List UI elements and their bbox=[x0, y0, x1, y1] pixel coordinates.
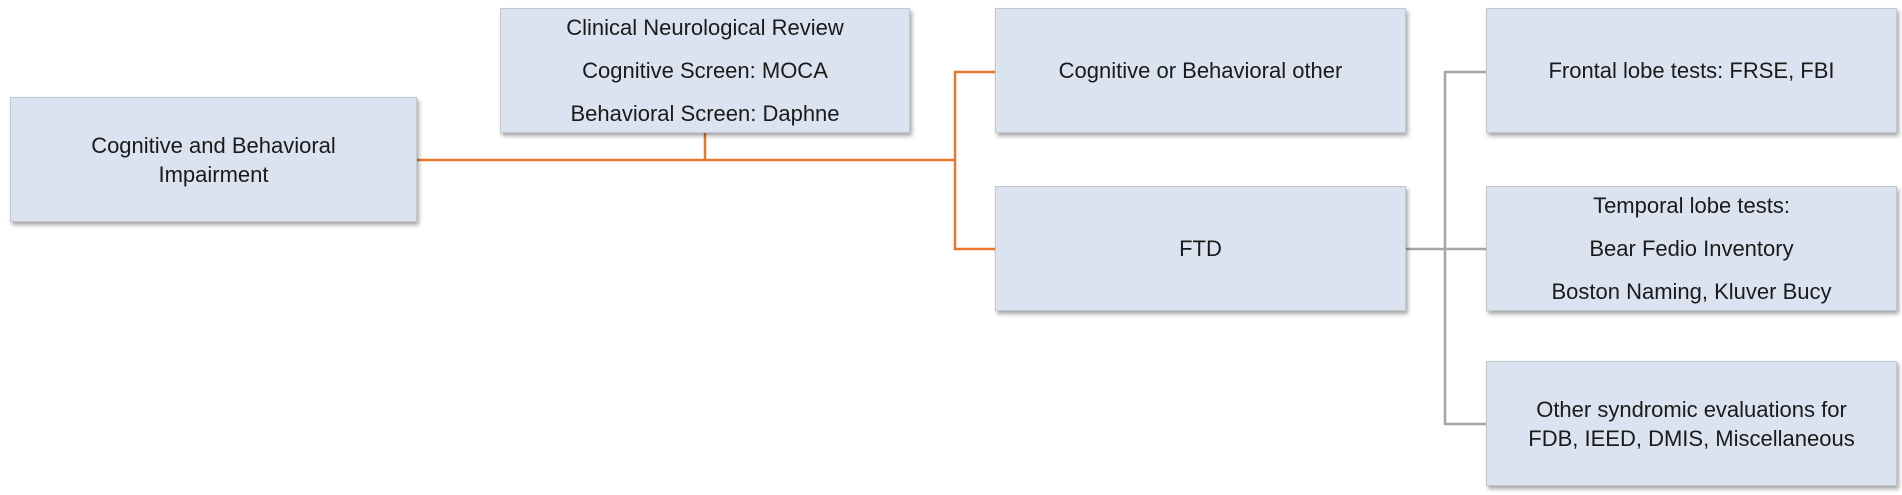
other-syndromic-box: Other syndromic evaluations for FDB, IEE… bbox=[1486, 361, 1897, 486]
temporal-line-2: Bear Fedio Inventory bbox=[1589, 236, 1794, 261]
temporal-line-3: Boston Naming, Kluver Bucy bbox=[1551, 279, 1832, 304]
temporal-tests-box: Temporal lobe tests: Bear Fedio Inventor… bbox=[1486, 186, 1897, 311]
screening-line-1: Clinical Neurological Review bbox=[566, 15, 844, 40]
root-line-1: Cognitive and Behavioral bbox=[91, 132, 336, 158]
root-box: Cognitive and Behavioral Impairment bbox=[10, 97, 417, 222]
other-syndromic-line-2: FDB, IEED, DMIS, Miscellaneous bbox=[1528, 425, 1855, 451]
root-line-2: Impairment bbox=[158, 161, 269, 187]
branch-other-line-1: Cognitive or Behavioral other bbox=[1058, 58, 1343, 83]
connector-tests-spine bbox=[1443, 70, 1486, 426]
branch-ftd-line-1: FTD bbox=[1179, 236, 1222, 261]
screening-box: Clinical Neurological Review Cognitive S… bbox=[500, 8, 910, 133]
other-syndromic-line-1: Other syndromic evaluations for bbox=[1536, 396, 1847, 422]
frontal-line-1: Frontal lobe tests: FRSE, FBI bbox=[1548, 58, 1835, 83]
screening-line-2: Cognitive Screen: MOCA bbox=[582, 58, 828, 83]
branch-ftd-box: FTD bbox=[995, 186, 1406, 311]
screening-line-3: Behavioral Screen: Daphne bbox=[570, 101, 840, 126]
connector-branch-spine bbox=[953, 70, 1000, 251]
temporal-line-1: Temporal lobe tests: bbox=[1593, 193, 1790, 218]
branch-other-box: Cognitive or Behavioral other bbox=[995, 8, 1406, 133]
frontal-tests-box: Frontal lobe tests: FRSE, FBI bbox=[1486, 8, 1897, 133]
